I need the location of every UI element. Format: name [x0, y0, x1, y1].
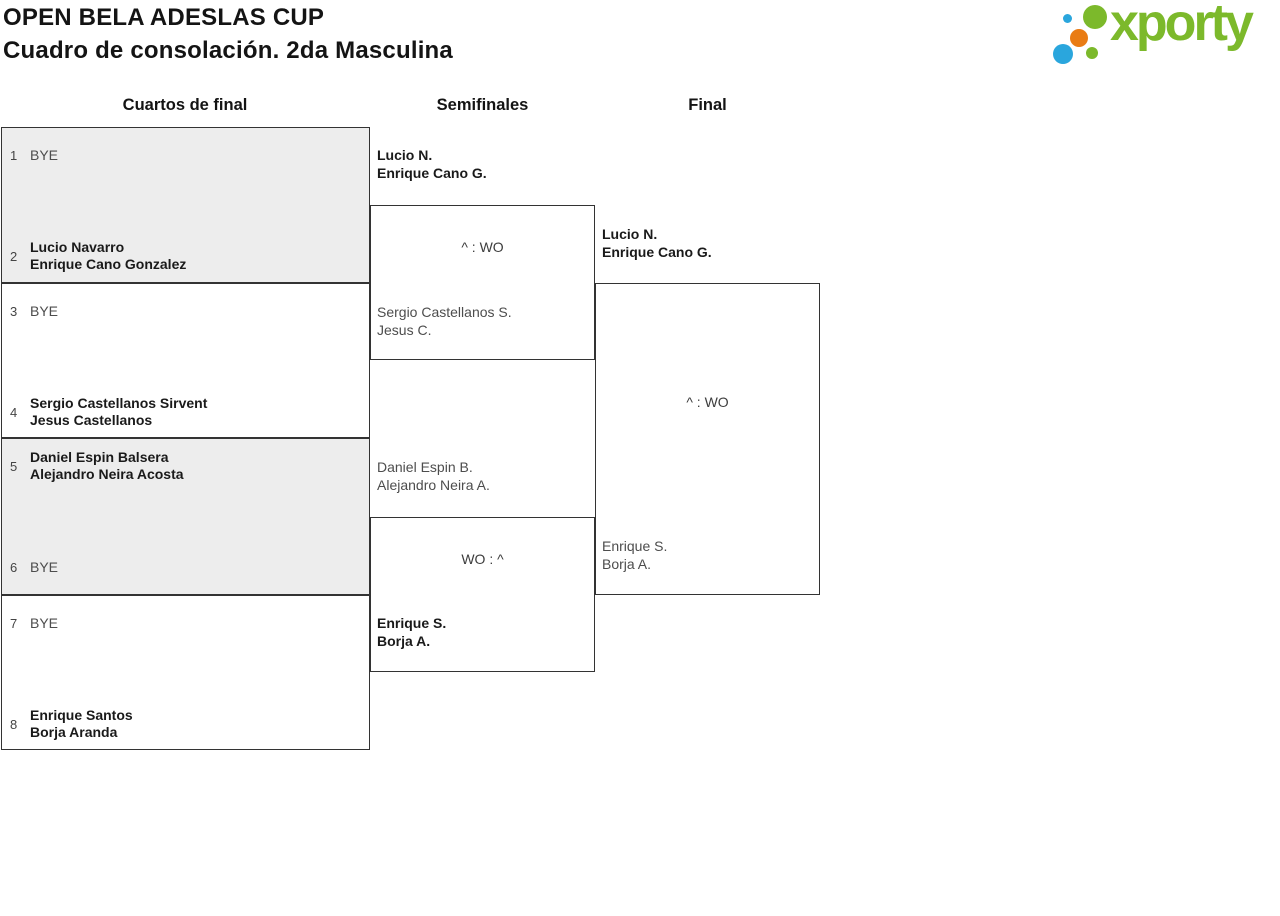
seed-number: 3: [10, 304, 18, 319]
logo-wordmark: xporty: [1110, 0, 1254, 52]
participant-name: BYE: [30, 147, 59, 163]
match-score: WO : ^: [461, 551, 504, 567]
seed-number: 2: [10, 248, 18, 264]
participant-name: BYE: [30, 303, 59, 319]
match-score: ^ : WO: [461, 239, 504, 255]
sf2-bottom-team: Enrique S. Borja A.: [377, 614, 446, 650]
participant-name: Jesus Castellanos: [30, 412, 153, 428]
match-box-qf3[interactable]: 5 Daniel Espin Balsera Alejandro Neira A…: [1, 438, 370, 595]
participant-row: 4 Sergio Castellanos Sirvent Jesus Caste…: [10, 395, 363, 429]
participant-row: 3 BYE: [10, 303, 363, 320]
participant-name: Lucio N.: [377, 147, 433, 163]
team-names: Sergio Castellanos Sirvent Jesus Castell…: [30, 395, 207, 429]
participant-row: 1 BYE: [10, 147, 363, 164]
participant-row: 2 Lucio Navarro Enrique Cano Gonzalez: [10, 239, 363, 273]
logo-dot-green-small-icon: [1086, 47, 1098, 59]
logo-dot-green-large-icon: [1083, 5, 1107, 29]
sf1-bottom-team: Sergio Castellanos S. Jesus C.: [377, 303, 512, 339]
participant-name: Enrique Cano Gonzalez: [30, 256, 187, 272]
seed-number: 4: [10, 404, 18, 420]
team-names: BYE: [30, 615, 58, 632]
seed-number: 1: [10, 148, 18, 163]
seed-number: 5: [10, 458, 18, 474]
participant-name: Enrique S.: [377, 615, 447, 631]
xporty-logo: xporty: [1048, 0, 1278, 74]
participant-row: 5 Daniel Espin Balsera Alejandro Neira A…: [10, 449, 363, 483]
participant-name: Borja A.: [377, 633, 431, 649]
participant-name: Enrique S.: [602, 538, 668, 554]
participant-name: Borja A.: [602, 556, 652, 572]
seed-number: 6: [10, 560, 18, 575]
draw-subtitle: Cuadro de consolación. 2da Masculina: [3, 37, 453, 64]
team-names: Lucio Navarro Enrique Cano Gonzalez: [30, 239, 186, 273]
team-names: Enrique Santos Borja Aranda: [30, 707, 133, 741]
logo-dot-blue-large-icon: [1053, 44, 1073, 64]
page-title: OPEN BELA ADESLAS CUP Cuadro de consolac…: [3, 1, 453, 67]
final-top-team: Lucio N. Enrique Cano G.: [602, 225, 712, 261]
seed-number: 8: [10, 716, 18, 732]
final-bottom-team: Enrique S. Borja A.: [602, 537, 667, 573]
round-header-final: Final: [688, 96, 727, 114]
sf2-top-team: Daniel Espin B. Alejandro Neira A.: [377, 458, 490, 494]
logo-dot-blue-small-icon: [1063, 14, 1072, 23]
round-header-quarterfinals: Cuartos de final: [122, 96, 248, 114]
participant-row: 7 BYE: [10, 615, 363, 632]
sf1-top-team: Lucio N. Enrique Cano G.: [377, 146, 487, 182]
match-box-qf4[interactable]: 7 BYE 8 Enrique Santos Borja Aranda: [1, 595, 370, 750]
participant-name: Daniel Espin B.: [377, 459, 473, 475]
participant-name: Daniel Espin Balsera: [30, 449, 169, 465]
team-names: Daniel Espin Balsera Alejandro Neira Aco…: [30, 449, 184, 483]
team-names: BYE: [30, 147, 58, 164]
match-box-sf2[interactable]: WO : ^: [370, 517, 595, 672]
match-box-final[interactable]: ^ : WO: [595, 283, 820, 595]
tournament-title: OPEN BELA ADESLAS CUP: [3, 4, 325, 31]
match-box-sf1[interactable]: ^ : WO: [370, 205, 595, 360]
team-names: BYE: [30, 559, 58, 576]
participant-row: 6 BYE: [10, 559, 363, 576]
match-score: ^ : WO: [686, 394, 729, 410]
participant-name: Enrique Cano G.: [602, 244, 712, 260]
match-box-qf2[interactable]: 3 BYE 4 Sergio Castellanos Sirvent Jesus…: [1, 283, 370, 438]
participant-name: Enrique Santos: [30, 707, 133, 723]
participant-name: Lucio Navarro: [30, 239, 125, 255]
participant-name: BYE: [30, 559, 59, 575]
round-header-semifinals: Semifinales: [436, 96, 529, 114]
participant-name: Borja Aranda: [30, 724, 118, 740]
participant-name: Sergio Castellanos Sirvent: [30, 395, 208, 411]
participant-name: Sergio Castellanos S.: [377, 304, 512, 320]
participant-name: Alejandro Neira A.: [377, 477, 490, 493]
participant-name: BYE: [30, 615, 59, 631]
seed-number: 7: [10, 616, 18, 631]
team-names: BYE: [30, 303, 58, 320]
logo-dot-orange-icon: [1070, 29, 1088, 47]
match-box-qf1[interactable]: 1 BYE 2 Lucio Navarro Enrique Cano Gonza…: [1, 127, 370, 283]
participant-row: 8 Enrique Santos Borja Aranda: [10, 707, 363, 741]
participant-name: Jesus C.: [377, 322, 432, 338]
participant-name: Enrique Cano G.: [377, 165, 487, 181]
participant-name: Alejandro Neira Acosta: [30, 466, 184, 482]
participant-name: Lucio N.: [602, 226, 658, 242]
